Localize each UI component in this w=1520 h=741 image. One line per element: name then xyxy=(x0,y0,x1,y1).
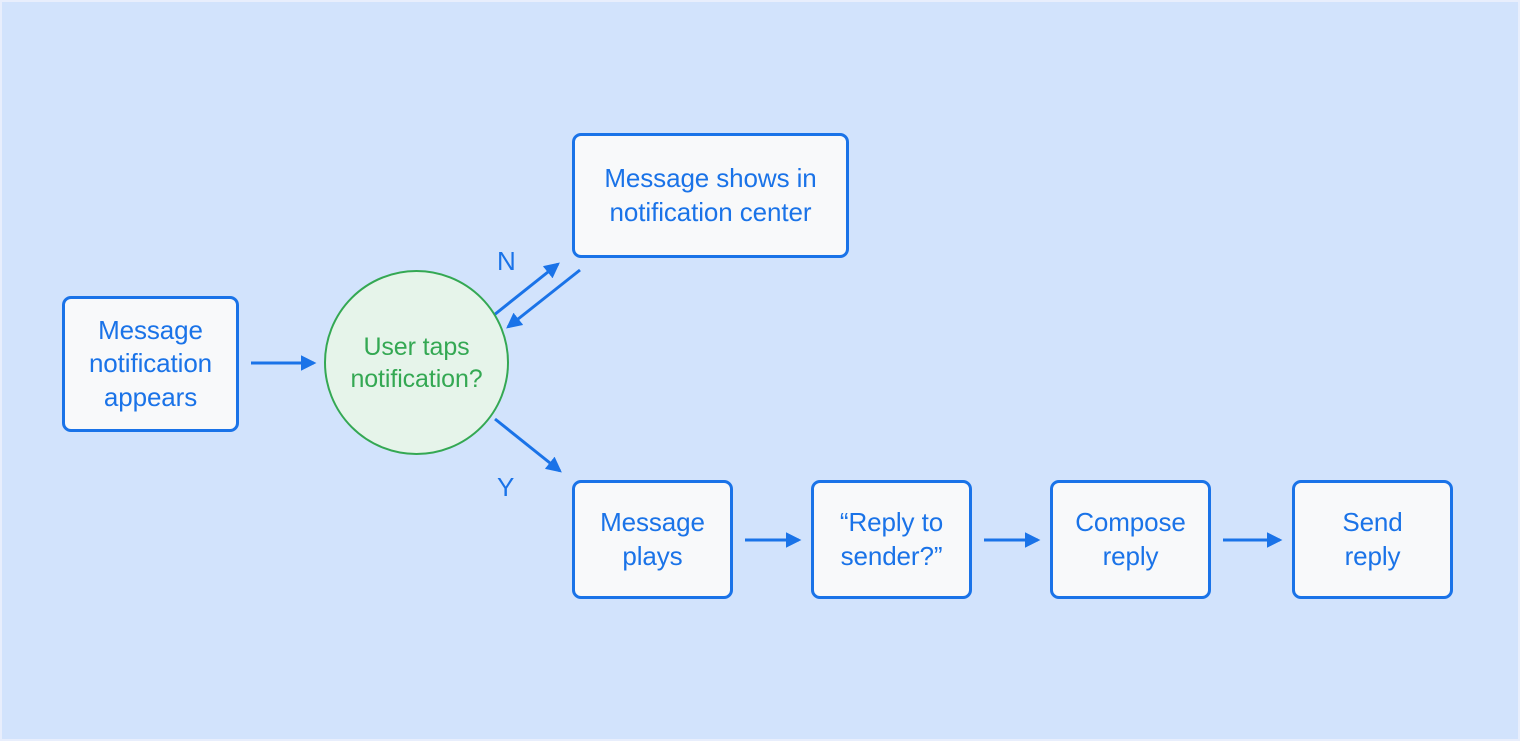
node-label: Message shows in notification center xyxy=(604,163,817,227)
node-user-taps-notification[interactable]: User taps notification? xyxy=(324,270,509,455)
node-label: “Reply to sender?” xyxy=(839,507,944,571)
node-send-reply[interactable]: Send reply xyxy=(1292,480,1453,599)
node-reply-to-sender[interactable]: “Reply to sender?” xyxy=(811,480,972,599)
node-label: Send reply xyxy=(1342,507,1403,571)
node-label: Message plays xyxy=(600,507,705,571)
node-label: Compose reply xyxy=(1075,507,1186,571)
node-message-plays[interactable]: Message plays xyxy=(572,480,733,599)
edge-decision-to-message-plays xyxy=(494,417,562,473)
branch-label-y: Y xyxy=(497,472,515,502)
edge-notification-center-to-decision xyxy=(506,268,581,329)
node-message-shows-in-notification-center[interactable]: Message shows in notification center xyxy=(572,133,849,258)
node-label: Message notification appears xyxy=(88,315,213,412)
node-label: User taps notification? xyxy=(350,332,483,393)
node-message-notification-appears[interactable]: Message notification appears xyxy=(62,296,239,432)
node-compose-reply[interactable]: Compose reply xyxy=(1050,480,1211,599)
branch-label-n: N xyxy=(497,246,516,276)
